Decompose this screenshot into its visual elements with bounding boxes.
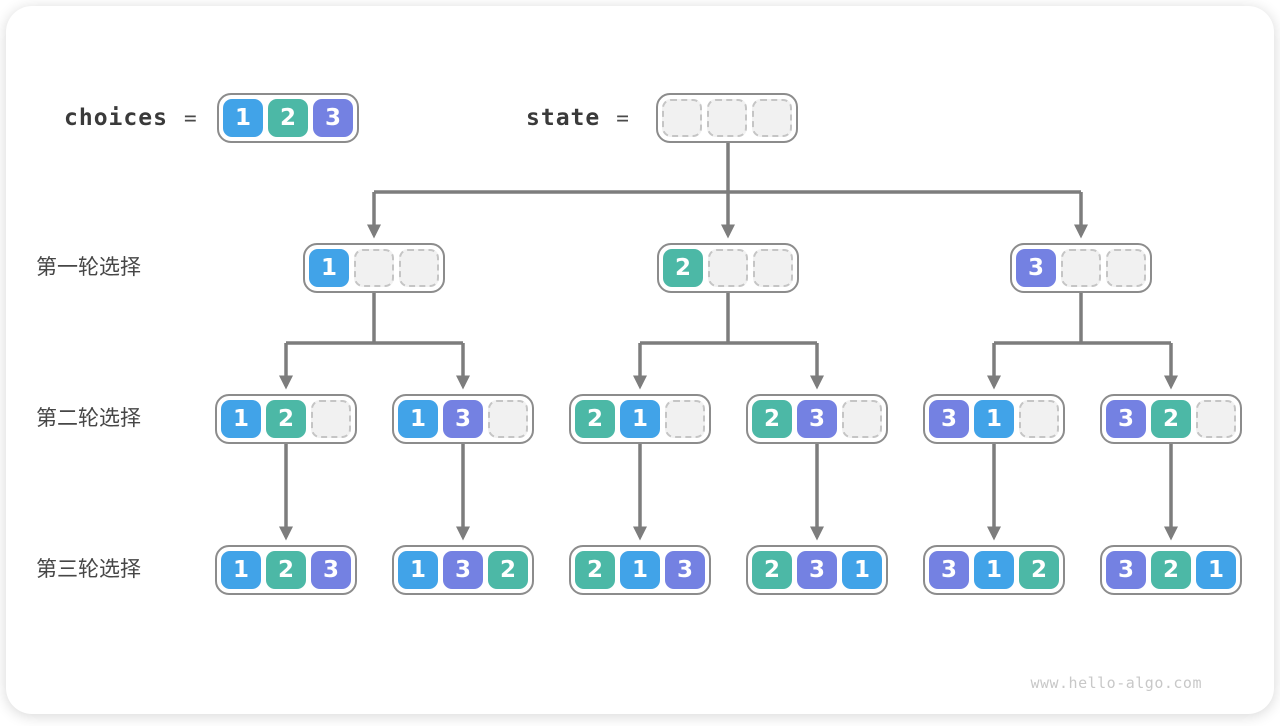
state-cell-2: 2 — [266, 400, 306, 438]
round-label-3: 第三轮选择 — [36, 558, 141, 581]
tree-node-l1-2: 2 — [657, 243, 799, 293]
state-cell-3: 3 — [443, 551, 483, 589]
state-cell-3: 3 — [929, 551, 969, 589]
state-cell-empty — [753, 249, 793, 287]
state-cell-1: 1 — [620, 551, 660, 589]
state-cell-3: 3 — [1106, 551, 1146, 589]
state-cell-2: 2 — [663, 249, 703, 287]
state-cell-empty — [842, 400, 882, 438]
state-cell-1: 1 — [309, 249, 349, 287]
state-box — [656, 93, 798, 143]
state-cell-3: 3 — [443, 400, 483, 438]
state-cell-1: 1 — [398, 551, 438, 589]
choices-equals-sign: = — [183, 106, 197, 130]
state-cell-empty — [1196, 400, 1236, 438]
state-cell-2: 2 — [488, 551, 528, 589]
state-cell-empty — [488, 400, 528, 438]
state-equals-sign: = — [616, 106, 629, 130]
watermark: www.hello-algo.com — [1030, 674, 1202, 692]
choices-label: choices — [64, 105, 168, 131]
state-cell-3: 3 — [797, 551, 837, 589]
state-cell-2: 2 — [268, 99, 308, 137]
state-cell-3: 3 — [313, 99, 353, 137]
state-cell-1: 1 — [1196, 551, 1236, 589]
state-cell-3: 3 — [797, 400, 837, 438]
state-cell-empty — [662, 99, 702, 137]
state-cell-empty — [1061, 249, 1101, 287]
state-cell-1: 1 — [974, 400, 1014, 438]
round-label-2: 第二轮选择 — [36, 407, 141, 430]
state-cell-2: 2 — [1151, 551, 1191, 589]
state-cell-3: 3 — [929, 400, 969, 438]
state-cell-2: 2 — [266, 551, 306, 589]
state-cell-empty — [1019, 400, 1059, 438]
choices-legend: choices = — [64, 93, 197, 143]
state-label: state — [526, 105, 601, 131]
state-cell-1: 1 — [398, 400, 438, 438]
state-cell-2: 2 — [575, 400, 615, 438]
state-cell-2: 2 — [752, 551, 792, 589]
state-cell-empty — [665, 400, 705, 438]
state-cell-1: 1 — [842, 551, 882, 589]
state-cell-1: 1 — [221, 551, 261, 589]
state-cell-empty — [1106, 249, 1146, 287]
state-cell-1: 1 — [223, 99, 263, 137]
state-cell-empty — [399, 249, 439, 287]
state-cell-3: 3 — [1016, 249, 1056, 287]
state-cell-2: 2 — [1151, 400, 1191, 438]
state-cell-1: 1 — [974, 551, 1014, 589]
state-cell-empty — [752, 99, 792, 137]
state-cell-1: 1 — [620, 400, 660, 438]
state-cell-empty — [708, 249, 748, 287]
state-cell-3: 3 — [665, 551, 705, 589]
state-cell-empty — [707, 99, 747, 137]
state-legend: state = — [526, 93, 629, 143]
tree-node-l1-1: 1 — [303, 243, 445, 293]
state-cell-2: 2 — [575, 551, 615, 589]
state-cell-2: 2 — [1019, 551, 1059, 589]
tree-node-l1-3: 3 — [1010, 243, 1152, 293]
state-cell-1: 1 — [221, 400, 261, 438]
round-label-1: 第一轮选择 — [36, 256, 141, 279]
state-cell-3: 3 — [1106, 400, 1146, 438]
tree-connectors — [279, 141, 1178, 541]
state-cell-empty — [354, 249, 394, 287]
state-cell-empty — [311, 400, 351, 438]
state-cell-2: 2 — [752, 400, 792, 438]
state-cell-3: 3 — [311, 551, 351, 589]
